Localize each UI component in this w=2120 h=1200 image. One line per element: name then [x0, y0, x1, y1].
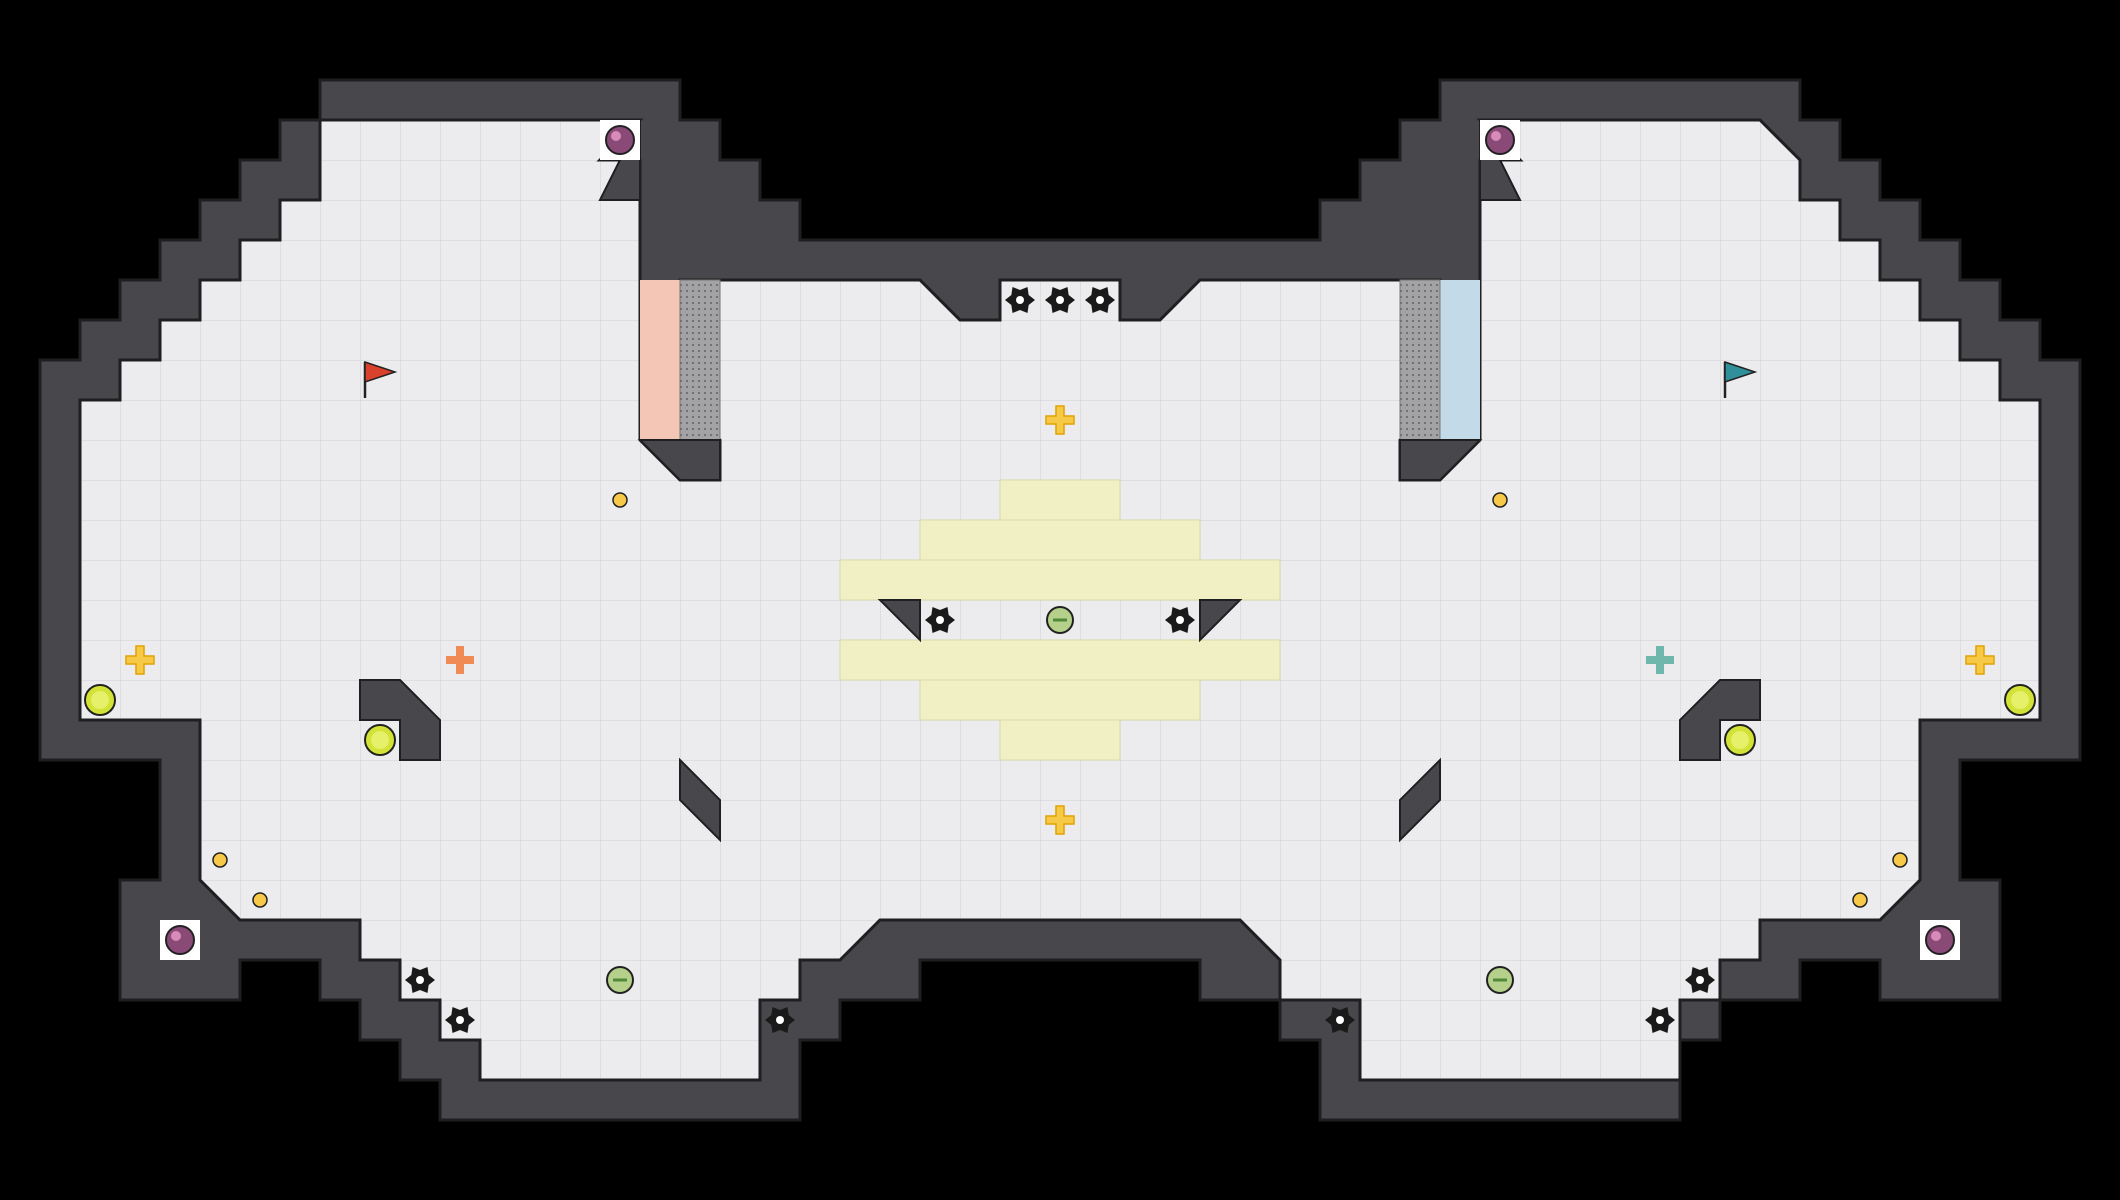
bomb-icon — [1920, 920, 1960, 960]
spike-icon — [1325, 1007, 1355, 1033]
spike-icon — [405, 967, 435, 993]
spike-icon — [1645, 1007, 1675, 1033]
small-boost-icon — [1892, 852, 1908, 868]
team-tiles-layer — [446, 646, 1674, 674]
powerups-layer — [125, 405, 1995, 835]
small-boost-icon — [1492, 492, 1508, 508]
portal-icon — [1486, 966, 1514, 994]
spike-icon — [925, 607, 955, 633]
team-bases — [640, 279, 1480, 441]
spike-icon — [1005, 287, 1035, 313]
red-tile-icon — [446, 646, 474, 674]
flags-layer — [363, 360, 1758, 398]
small-boost-icon — [1852, 892, 1868, 908]
boost-icon — [364, 724, 396, 756]
spike-icon — [1085, 287, 1115, 313]
bomb-icon — [160, 920, 200, 960]
powerup-icon — [1045, 405, 1075, 435]
portal-icon — [1046, 606, 1074, 634]
powerup-icon — [1045, 805, 1075, 835]
blue-base-zone — [1440, 280, 1480, 440]
bomb-icon — [600, 120, 640, 160]
portal-icon — [606, 966, 634, 994]
blue-flag-icon — [1723, 360, 1758, 398]
powerup-icon — [125, 645, 155, 675]
spike-icon — [1685, 967, 1715, 993]
small-boost-icon — [612, 492, 628, 508]
small-boost-icon — [252, 892, 268, 908]
spike-icon — [765, 1007, 795, 1033]
spikes-layer — [405, 287, 1715, 1033]
bombs-layer — [160, 120, 1960, 960]
bomb-icon — [1480, 120, 1520, 160]
boost-icon — [1724, 724, 1756, 756]
boosts-layer — [84, 492, 2036, 908]
boost-icon — [2004, 684, 2036, 716]
red-base-zone — [640, 280, 680, 440]
red-gate — [679, 279, 721, 441]
portals-layer — [606, 606, 1514, 994]
blue-tile-icon — [1646, 646, 1674, 674]
red-flag-icon — [363, 360, 398, 398]
spike-icon — [445, 1007, 475, 1033]
spike-icon — [1045, 287, 1075, 313]
neutral-zone — [839, 479, 1281, 761]
boost-icon — [84, 684, 116, 716]
spike-icon — [1165, 607, 1195, 633]
blue-gate — [1399, 279, 1441, 441]
small-boost-icon — [212, 852, 228, 868]
powerup-icon — [1965, 645, 1995, 675]
